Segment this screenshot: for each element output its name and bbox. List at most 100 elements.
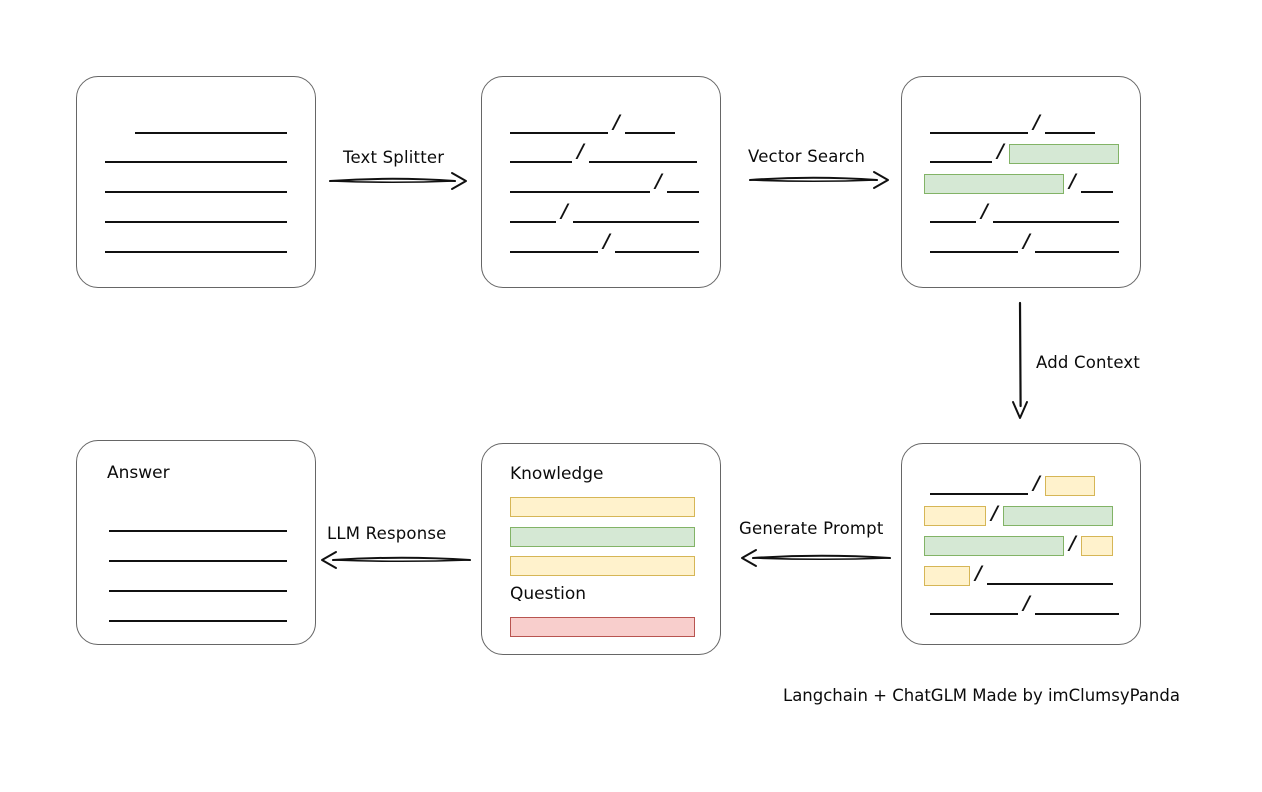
- text-line-segment: [930, 161, 992, 163]
- text-line-segment: [1080, 191, 1113, 193]
- text-line-segment: [588, 161, 697, 163]
- text-row: /: [510, 200, 699, 224]
- text-row: /: [930, 592, 1119, 616]
- text-row: /: [924, 502, 1113, 526]
- highlight-chunk-yellow: [1044, 476, 1095, 496]
- text-line-segment: [105, 221, 287, 223]
- highlight-chunk-yellow: [510, 556, 695, 576]
- highlight-chunk-green: [1008, 144, 1119, 164]
- vector-match-card: / / / / /: [901, 76, 1141, 288]
- text-row: [510, 556, 695, 576]
- text-row: [109, 513, 287, 533]
- chunk-separator-slash: /: [1023, 592, 1030, 614]
- text-row: /: [924, 562, 1113, 586]
- text-splitter-arrow-label: Text Splitter: [343, 148, 445, 167]
- text-line-segment: [109, 620, 287, 622]
- text-line-segment: [930, 251, 1018, 253]
- answer-heading: Answer: [107, 463, 170, 483]
- chunk-separator-slash: /: [1069, 170, 1076, 192]
- generate-prompt-arrow-label: Generate Prompt: [739, 519, 884, 538]
- text-row: /: [924, 170, 1113, 194]
- text-line-segment: [930, 132, 1028, 134]
- highlight-chunk-green: [924, 536, 1064, 556]
- vector-search-arrow: [749, 171, 889, 189]
- knowledge-heading: Knowledge: [510, 464, 604, 484]
- text-row: [510, 497, 695, 517]
- text-row: [510, 617, 695, 637]
- text-row: /: [924, 532, 1113, 556]
- footnote-credit: Langchain + ChatGLM Made by imClumsyPand…: [783, 686, 1180, 705]
- text-line-segment: [930, 493, 1028, 495]
- highlight-chunk-yellow: [510, 497, 695, 517]
- chunk-separator-slash: /: [1069, 532, 1076, 554]
- text-line-segment: [572, 221, 699, 223]
- chunk-separator-slash: /: [603, 230, 610, 252]
- text-line-segment: [992, 221, 1119, 223]
- split-chunks-card: / / / / /: [481, 76, 721, 288]
- context-assembled-card: / / / / /: [901, 443, 1141, 645]
- add-context-arrow-label: Add Context: [1036, 353, 1141, 372]
- text-line-segment: [109, 560, 287, 562]
- text-row: [109, 603, 287, 623]
- text-row: [510, 527, 695, 547]
- generate-prompt-arrow: [741, 549, 891, 567]
- text-row: /: [510, 230, 699, 254]
- text-line-segment: [614, 251, 699, 253]
- text-row: [105, 144, 287, 164]
- question-heading: Question: [510, 584, 587, 604]
- text-row: /: [930, 140, 1119, 164]
- chunk-separator-slash: /: [561, 200, 568, 222]
- text-row: /: [930, 202, 1119, 224]
- llm-response-arrow-label: LLM Response: [327, 524, 447, 543]
- text-line-segment: [930, 221, 976, 223]
- text-row: /: [930, 472, 1095, 496]
- text-line-segment: [109, 530, 287, 532]
- llm-response-arrow: [321, 551, 471, 569]
- highlight-chunk-green: [510, 527, 695, 547]
- answer-card: Answer: [76, 440, 316, 645]
- add-context-arrow: [1012, 301, 1028, 419]
- chunk-separator-slash: /: [613, 111, 620, 133]
- text-line-segment: [135, 132, 287, 134]
- text-line-segment: [510, 161, 572, 163]
- text-line-segment: [105, 161, 287, 163]
- highlight-chunk-yellow: [1080, 536, 1113, 556]
- highlight-chunk-red: [510, 617, 695, 637]
- highlight-chunk-green: [924, 174, 1064, 194]
- text-line-segment: [105, 251, 287, 253]
- text-line-segment: [666, 191, 699, 193]
- text-line-segment: [930, 613, 1018, 615]
- text-line-segment: [1034, 613, 1119, 615]
- chunk-separator-slash: /: [997, 140, 1004, 162]
- text-row: /: [510, 111, 675, 135]
- chunk-separator-slash: /: [975, 562, 982, 584]
- text-line-segment: [1044, 132, 1095, 134]
- vector-search-arrow-label: Vector Search: [748, 147, 866, 166]
- text-row: [105, 234, 287, 254]
- text-row: /: [930, 111, 1095, 135]
- text-line-segment: [510, 251, 598, 253]
- highlight-chunk-yellow: [924, 506, 986, 526]
- chunk-separator-slash: /: [577, 140, 584, 162]
- chunk-separator-slash: /: [655, 170, 662, 192]
- text-row: [105, 204, 287, 224]
- text-splitter-arrow: [329, 172, 467, 190]
- chunk-separator-slash: /: [1033, 472, 1040, 494]
- chunk-separator-slash: /: [1033, 111, 1040, 133]
- text-row: [135, 115, 287, 135]
- source-document-card: [76, 76, 316, 288]
- text-line-segment: [624, 132, 675, 134]
- highlight-chunk-yellow: [924, 566, 970, 586]
- text-line-segment: [510, 191, 650, 193]
- text-line-segment: [986, 583, 1113, 585]
- chunk-separator-slash: /: [991, 502, 998, 524]
- text-line-segment: [105, 191, 287, 193]
- text-row: [105, 174, 287, 194]
- highlight-chunk-green: [1002, 506, 1113, 526]
- text-row: [109, 573, 287, 593]
- text-row: /: [510, 170, 699, 194]
- text-row: /: [930, 232, 1119, 254]
- text-line-segment: [510, 132, 608, 134]
